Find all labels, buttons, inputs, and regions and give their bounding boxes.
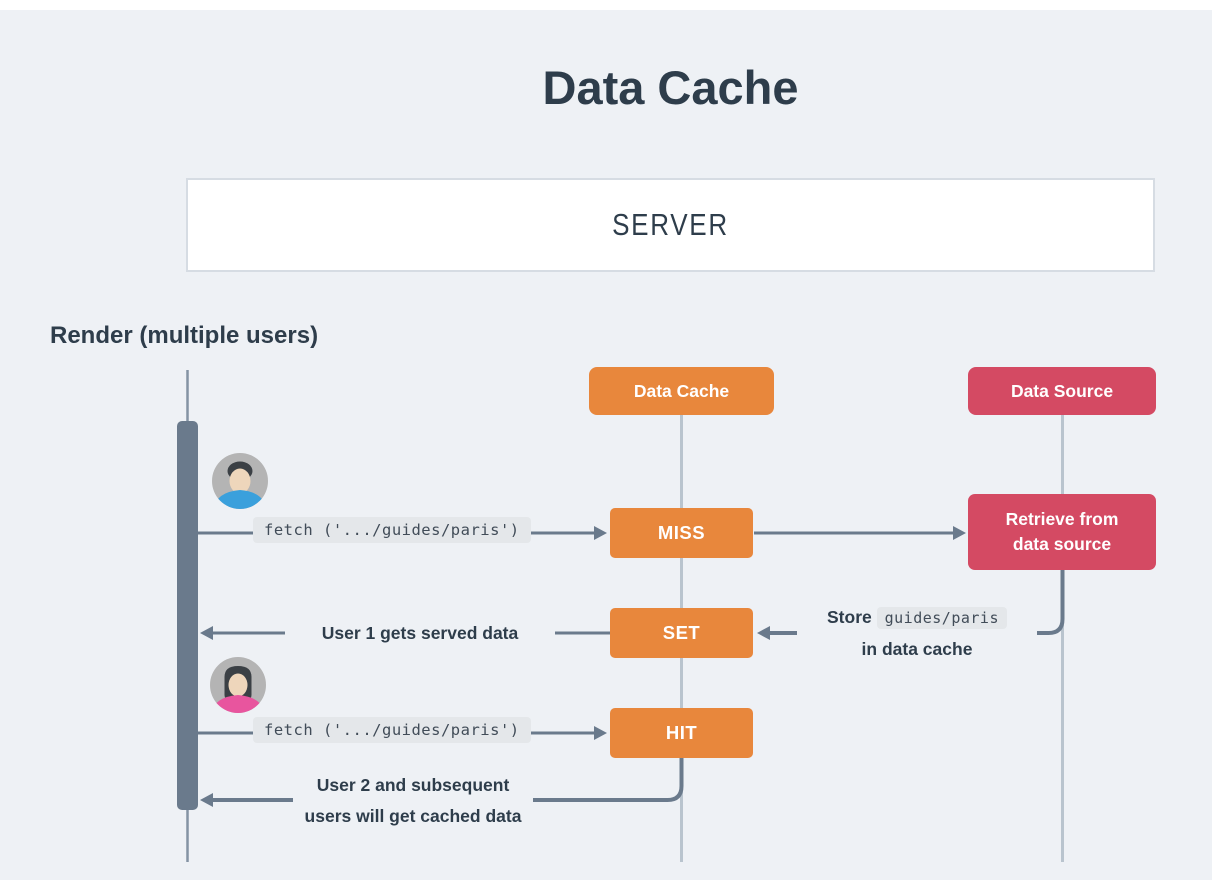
arrowhead-store-to-set <box>757 626 770 640</box>
miss-label: MISS <box>657 522 706 543</box>
top-strip <box>0 0 1212 10</box>
user2-avatar-icon <box>210 657 266 713</box>
user1-avatar-icon <box>212 453 268 509</box>
arrowhead-fetch2 <box>594 726 607 740</box>
user2-cached-label: User 2 and subsequent users will get cac… <box>293 770 533 832</box>
set-label: SET <box>662 622 701 643</box>
set-box: SET <box>610 608 753 658</box>
actor-data-source: Data Source <box>968 367 1156 415</box>
server-box: SERVER <box>186 178 1155 272</box>
user2-label-line2: users will get cached data <box>304 806 522 826</box>
store-label-line1: Store guides/paris <box>797 602 1037 634</box>
lane-label: Render (multiple users) <box>50 322 319 349</box>
hit-box: HIT <box>610 708 753 758</box>
store-label-prefix: Store <box>827 607 872 627</box>
actor-data-cache-label: Data Cache <box>633 380 730 401</box>
store-label: Store guides/paris in data cache <box>797 602 1037 665</box>
server-label: SERVER <box>612 207 729 242</box>
page-title: Data Cache <box>542 61 799 114</box>
retrieve-label-line1: Retrieve from <box>1005 509 1119 530</box>
hit-label: HIT <box>665 722 698 743</box>
arrowhead-user1-served <box>200 626 213 640</box>
retrieve-box: Retrieve from data source <box>968 494 1156 570</box>
store-label-line2: in data cache <box>861 639 973 659</box>
miss-box: MISS <box>610 508 753 558</box>
fetch-call-1-code: fetch ('.../guides/paris') <box>253 517 531 543</box>
arrowhead-miss-to-source <box>953 526 966 540</box>
actor-data-cache: Data Cache <box>589 367 774 415</box>
arrowhead-fetch1 <box>594 526 607 540</box>
connector-store-to-set <box>767 568 1065 635</box>
connector-hit-to-user2 <box>211 756 684 802</box>
arrowhead-user2-cached <box>200 793 213 807</box>
actor-data-source-label: Data Source <box>1010 380 1114 401</box>
user1-served-label: User 1 gets served data <box>285 619 555 647</box>
store-code: guides/paris <box>876 607 1007 629</box>
user2-label-line1: User 2 and subsequent <box>316 775 510 795</box>
activation-bar <box>177 421 198 810</box>
fetch-call-2-code: fetch ('.../guides/paris') <box>253 717 531 743</box>
retrieve-label-line2: data source <box>1012 534 1112 554</box>
